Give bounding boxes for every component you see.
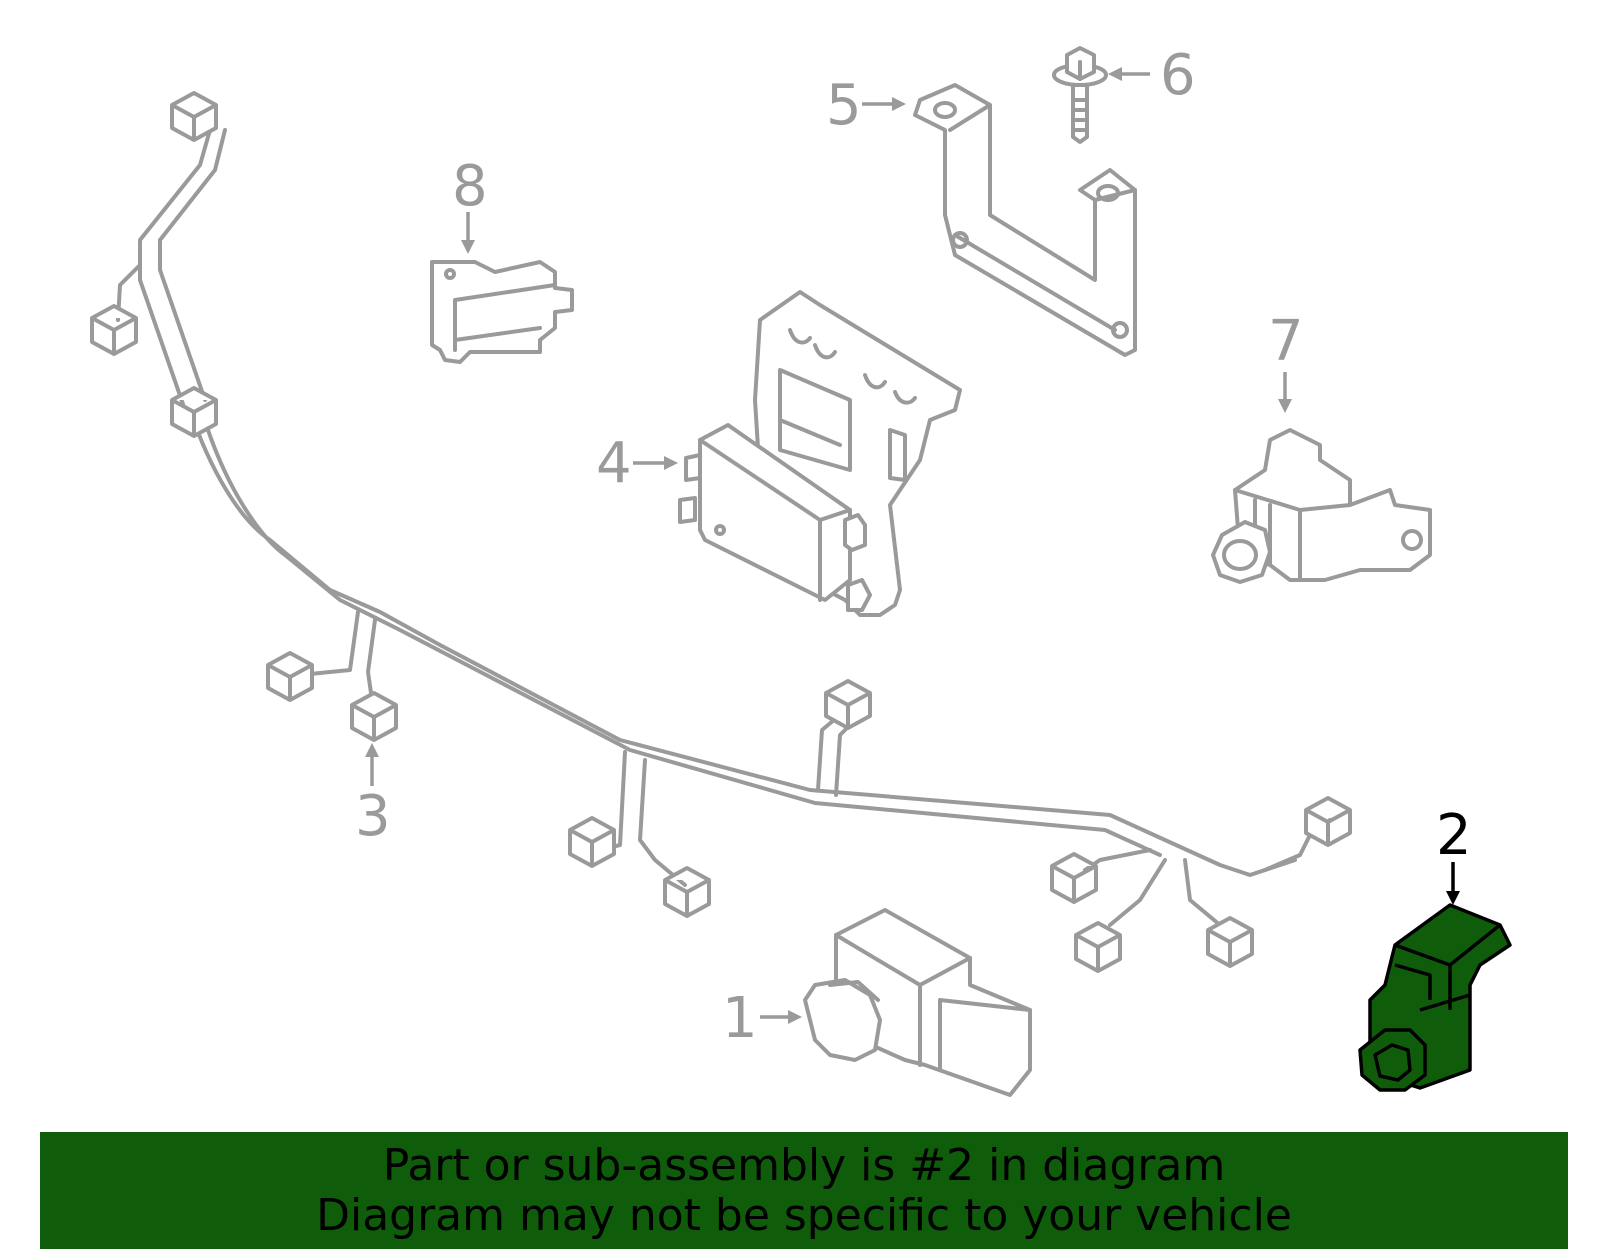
callout-5: 5 (826, 73, 862, 138)
wiring-harness (116, 128, 1332, 927)
part-8-module (430, 260, 574, 364)
part-2-highlighted-sensor (1358, 903, 1512, 1092)
harness-connectors (90, 91, 1352, 973)
callout-2: 2 (1436, 803, 1472, 868)
part-1-sensor (803, 908, 1032, 1097)
callout-4: 4 (596, 431, 632, 496)
callout-7: 7 (1268, 309, 1304, 374)
callout-1: 1 (722, 986, 758, 1051)
callout-3: 3 (355, 784, 391, 849)
banner-line-2: Diagram may not be specific to your vehi… (316, 1189, 1292, 1241)
part-6-bolt (1052, 46, 1108, 144)
part-5-bracket (913, 83, 1137, 357)
part-7-camera (1211, 428, 1432, 584)
callout-arrows (365, 67, 1460, 1024)
info-banner: Part or sub-assembly is #2 in diagram Di… (40, 1132, 1568, 1249)
callout-8: 8 (452, 154, 488, 219)
banner-line-1: Part or sub-assembly is #2 in diagram (382, 1139, 1226, 1191)
callout-labels: 1 2 3 4 5 6 7 8 (355, 43, 1472, 1051)
part-4-control-module (678, 290, 962, 617)
callout-6: 6 (1160, 43, 1196, 108)
